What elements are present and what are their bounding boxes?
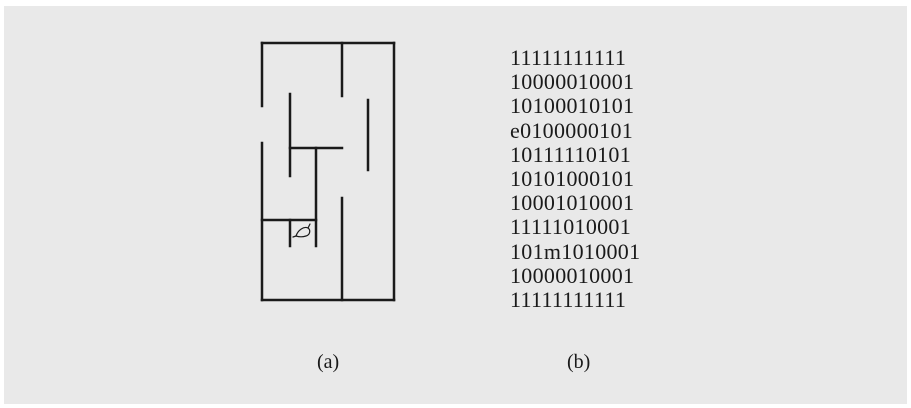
maze-drawing bbox=[260, 41, 396, 302]
maze-grid-row: 10000010001 bbox=[510, 262, 635, 288]
maze-grid-row: 10001010001 bbox=[510, 190, 635, 216]
maze-grid-row: 10111110101 bbox=[510, 141, 632, 167]
caption-a: (a) bbox=[317, 351, 340, 373]
caption-b: (b) bbox=[567, 351, 591, 373]
maze-grid-row: e0100000101 bbox=[510, 117, 634, 143]
maze-grid-row: 11111010001 bbox=[510, 214, 632, 240]
maze-grid-row: 101m1010001 bbox=[510, 238, 641, 264]
maze-grid-row: 10000010001 bbox=[510, 69, 635, 95]
maze-grid-row: 11111111111 bbox=[510, 287, 627, 313]
mouse-icon bbox=[292, 223, 311, 238]
maze-grid-row: 11111111111 bbox=[510, 45, 627, 70]
maze-grid-row: 10100010101 bbox=[510, 93, 635, 119]
maze-grid-row: 10101000101 bbox=[510, 166, 635, 192]
maze-walls bbox=[260, 41, 396, 302]
